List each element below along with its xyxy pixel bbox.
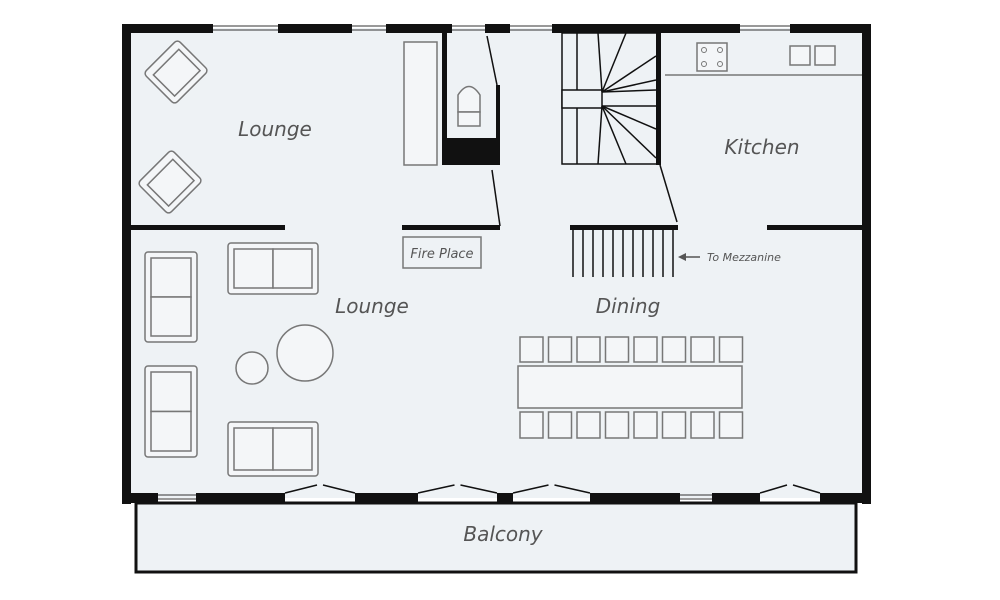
fireplace-box [402,236,482,269]
toilet [457,85,481,113]
stair-landing [561,89,603,109]
stair-tread [601,79,657,93]
wall [767,225,862,230]
armchair [138,150,202,214]
room-label-balcony: Balcony [463,522,543,546]
stair-tread [601,105,627,165]
wall [820,493,870,503]
dining-chair [519,411,544,439]
wall [862,24,871,504]
wall [656,32,661,165]
wall [552,24,740,33]
wall [122,493,158,503]
sofa-cushion [150,410,192,452]
wall [790,24,870,33]
bench [403,41,438,166]
dining-chair [519,336,544,363]
sofa-cushion [150,296,192,337]
wall [130,225,285,230]
dining-chair [661,411,687,439]
door-leaf [512,484,549,494]
wall [442,138,500,165]
dining-chair [604,411,630,439]
sofa-cushion [150,257,192,298]
stair-tread [601,32,627,93]
door-leaf [792,484,821,494]
sofa-cushion [150,371,192,413]
room-label-dining: Dining [596,294,661,318]
dining-chair [718,336,744,363]
wall [570,225,678,230]
armchair-seat [152,48,202,98]
door-leaf [491,169,501,227]
wall [122,24,131,504]
wall [355,493,418,503]
walls [122,24,871,504]
wall [278,24,352,33]
wall [196,493,285,503]
hob-burner [701,61,707,67]
hob-burner [717,61,723,67]
wall [442,32,447,165]
stair-tread [597,32,603,93]
door-leaf [460,484,498,494]
side-table [235,351,269,385]
door-leaf [284,484,318,494]
dining-chair [547,411,573,439]
coffee-table [276,324,334,382]
wall [122,24,213,33]
balcony-area [134,501,858,574]
room-label-kitchen: Kitchen [724,135,799,159]
stair-tread [601,89,657,93]
dining-chair [633,411,658,439]
arrow-icon [678,253,700,261]
stair-tread [601,105,657,130]
door-leaf [486,35,498,86]
dining-chair [576,336,601,363]
door-leaf [659,164,678,223]
sofa-cushion [272,248,313,289]
wall [386,24,452,33]
sink [814,45,836,66]
stair-tread [601,55,657,93]
door-leaf [759,484,788,494]
wall [712,493,760,503]
mezzanine-label: To Mezzanine [707,251,781,264]
dining-chair [690,411,715,439]
dining-chair [690,336,715,363]
dining-table [517,365,743,409]
hob [696,42,728,72]
dining-chair [576,411,601,439]
sink [789,45,811,66]
wall [497,493,513,503]
dining-chair [604,336,630,363]
room-label-lounge-main: Lounge [335,294,409,318]
armchair [144,40,208,104]
wall [485,24,510,33]
dining-chair [633,336,658,363]
fireplace-label: Fire Place [410,247,473,262]
door-leaf [554,484,591,494]
wall [402,225,500,230]
room-label-lounge-upper: Lounge [238,117,312,141]
hob-burner [717,47,723,53]
wall [590,493,680,503]
wall [496,85,500,140]
sofa-cushion [233,427,274,471]
door-leaf [417,484,455,494]
furniture [138,40,862,477]
hob-burner [701,47,707,53]
dining-chair [661,336,687,363]
dining-chair [547,336,573,363]
sofa-cushion [233,248,274,289]
dining-chair [718,411,744,439]
door-leaf [322,484,356,494]
stair-tread [601,105,657,159]
stair-tread [597,105,603,165]
sofa-cushion [272,427,313,471]
toilet-tank [457,111,481,127]
armchair-seat [146,158,196,208]
staircase [561,32,674,277]
